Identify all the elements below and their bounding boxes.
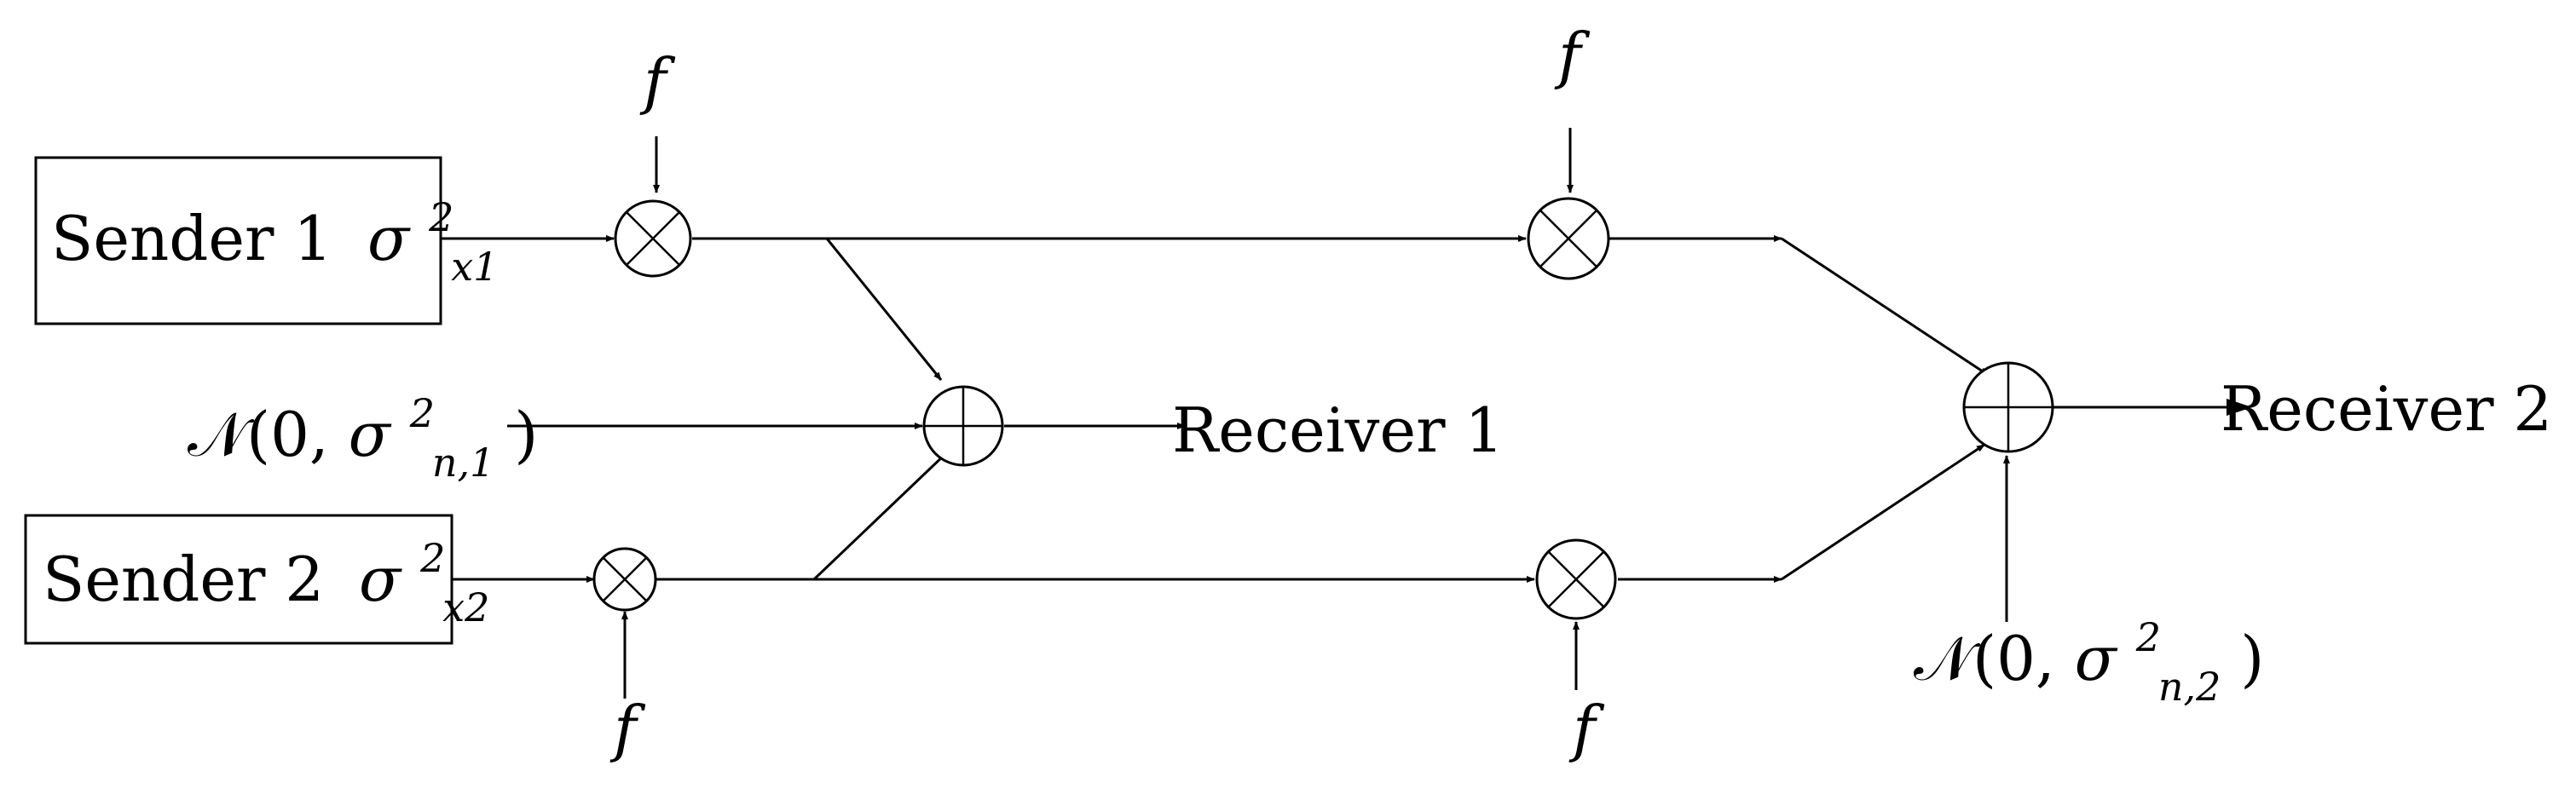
noise-1-label: 𝒩(0, σ 2 n,1 ) [188,370,538,491]
edge-top-to-sum2 [1781,237,1989,377]
noise-2-label: 𝒩(0, σ 2 n,2 ) [1914,594,2264,715]
sender-1-box [34,156,442,325]
fading-label-top-2: f [1554,20,1591,91]
multiplier-node-bottom-1 [592,547,657,612]
receiver-2-label: Receiver 2 [2221,373,2552,445]
sum-node-receiver-2 [1962,361,2054,453]
edge-top-branch-to-sum1 [825,238,943,381]
fading-label-top-1: f [639,45,676,117]
multiplier-node-top-1 [614,199,692,278]
sender-1-label: Sender 1 σ 2 x1 [51,174,498,290]
fading-label-bottom-1: f [609,693,646,764]
sender-2-box [24,514,453,645]
multiplier-node-top-2 [1527,197,1610,280]
edge-bottom-branch-to-sum1 [812,452,948,581]
fading-label-bottom-2: f [1568,693,1605,764]
sum-node-receiver-1 [922,385,1004,467]
multiplier-node-bottom-2 [1535,538,1617,620]
receiver-1-label: Receiver 1 [1172,394,1504,466]
sender-2-label: Sender 2 σ 2 x2 [43,515,489,630]
edge-bottom-to-sum2 [1781,443,1985,581]
